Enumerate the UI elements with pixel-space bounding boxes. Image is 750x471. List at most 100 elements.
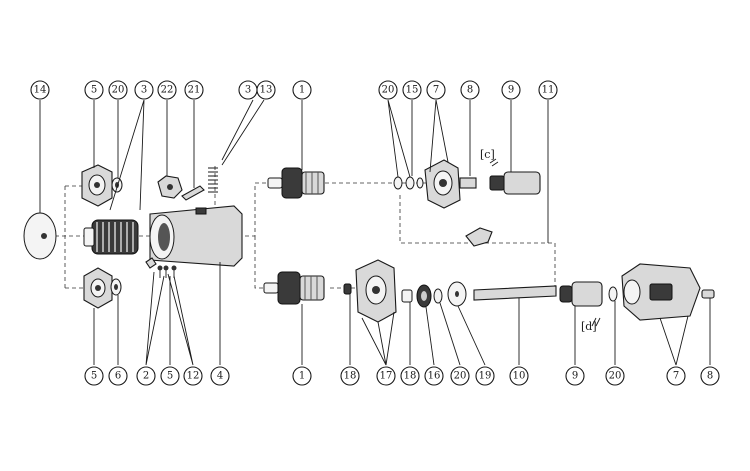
callout-11: 11	[538, 80, 558, 100]
svg-text:9: 9	[508, 85, 514, 96]
part-end-cover	[23, 212, 57, 260]
svg-text:1: 1	[299, 85, 305, 96]
callout-20: 20	[605, 366, 625, 386]
part-solenoid-cap	[157, 175, 183, 199]
part-shaft-10	[473, 285, 557, 301]
svg-text:14: 14	[34, 85, 47, 96]
svg-text:15: 15	[406, 85, 419, 96]
svg-text:11: 11	[542, 85, 555, 96]
svg-text:18: 18	[344, 371, 357, 382]
svg-text:12: 12	[187, 371, 200, 382]
callout-3: 3	[238, 80, 258, 100]
svg-text:22: 22	[161, 85, 174, 96]
callout-3: 3	[134, 80, 154, 100]
callout-7: 7	[426, 80, 446, 100]
callout-1: 1	[292, 80, 312, 100]
callout-19: 19	[475, 366, 495, 386]
part-armature-bottom	[263, 271, 325, 305]
svg-text:20: 20	[112, 85, 125, 96]
part-brush-holder	[83, 219, 139, 255]
leader-lines	[39, 99, 711, 366]
part-washer-6	[110, 278, 122, 296]
callout-16: 16	[424, 366, 444, 386]
callout-7: 7	[666, 366, 686, 386]
svg-text:5: 5	[91, 371, 97, 382]
svg-text:3: 3	[245, 85, 251, 96]
svg-text:8: 8	[467, 85, 473, 96]
svg-text:7: 7	[433, 85, 439, 96]
callout-4: 4	[210, 366, 230, 386]
part-gear-16	[416, 284, 432, 308]
part-spring	[208, 167, 218, 193]
callout-18: 18	[400, 366, 420, 386]
svg-text:1: 1	[299, 371, 305, 382]
callout-8: 8	[460, 80, 480, 100]
callout-5: 5	[160, 366, 180, 386]
callout-18: 18	[340, 366, 360, 386]
callout-20: 20	[108, 80, 128, 100]
part-small-hardware	[145, 257, 177, 278]
svg-text:16: 16	[428, 371, 441, 382]
callout-20: 20	[450, 366, 470, 386]
svg-text:8: 8	[707, 371, 713, 382]
callout-12: 12	[183, 366, 203, 386]
svg-text:17: 17	[380, 371, 393, 382]
part-armature-top	[267, 167, 325, 199]
svg-text:6: 6	[115, 371, 121, 382]
part-drive-housing-bottom	[621, 263, 701, 321]
callout-5: 5	[84, 80, 104, 100]
part-bushing-18b	[401, 289, 413, 303]
svg-text:10: 10	[513, 371, 526, 382]
part-pinion-bottom	[559, 281, 603, 307]
part-bracket	[465, 227, 493, 247]
part-pin-c: [c]	[480, 148, 499, 167]
svg-text:4: 4	[217, 371, 223, 382]
part-lever	[181, 185, 205, 201]
part-washer-20c	[433, 288, 443, 304]
svg-text:7: 7	[673, 371, 679, 382]
svg-text:20: 20	[454, 371, 467, 382]
callout-15: 15	[402, 80, 422, 100]
svg-text:3: 3	[141, 85, 147, 96]
callout-13: 13	[256, 80, 276, 100]
callout-5: 5	[84, 366, 104, 386]
svg-text:18: 18	[404, 371, 417, 382]
part-washers-top-row	[393, 176, 424, 190]
svg-text:13: 13	[260, 85, 273, 96]
callout-6: 6	[108, 366, 128, 386]
part-pin-d: [d]	[581, 317, 601, 333]
part-disc-19	[447, 281, 467, 307]
part-bearing-plate-top	[81, 164, 113, 207]
part-field-frame	[149, 205, 243, 267]
callout-21: 21	[184, 80, 204, 100]
callout-9: 9	[501, 80, 521, 100]
part-drive-housing-top	[424, 159, 477, 209]
svg-text:20: 20	[609, 371, 622, 382]
callout-1: 1	[292, 366, 312, 386]
callouts-top-row: 14 5 20 3 22 21 3 13 1 20 15 7 8 9 11	[30, 80, 558, 100]
callout-9: 9	[565, 366, 585, 386]
callout-10: 10	[509, 366, 529, 386]
svg-text:5: 5	[167, 371, 173, 382]
callout-22: 22	[157, 80, 177, 100]
part-washer-20d	[608, 286, 618, 302]
svg-text:19: 19	[479, 371, 492, 382]
callout-2: 2	[136, 366, 156, 386]
part-washer-top	[111, 177, 123, 193]
svg-text:9: 9	[572, 371, 578, 382]
part-bearing-plate-bottom	[83, 267, 113, 309]
part-bushing-18a	[343, 283, 352, 295]
label-c: [c]	[480, 148, 495, 161]
svg-text:20: 20	[382, 85, 395, 96]
label-d: [d]	[581, 320, 597, 333]
callouts-bottom-row: 5 6 2 5 12 4 1 18 17 18 16 20 19 10 9 20…	[84, 366, 720, 386]
callout-8: 8	[700, 366, 720, 386]
svg-text:5: 5	[91, 85, 97, 96]
callout-20: 20	[378, 80, 398, 100]
part-bolt-8b	[701, 289, 715, 299]
svg-text:21: 21	[188, 85, 201, 96]
callout-17: 17	[376, 366, 396, 386]
svg-text:2: 2	[143, 371, 149, 382]
